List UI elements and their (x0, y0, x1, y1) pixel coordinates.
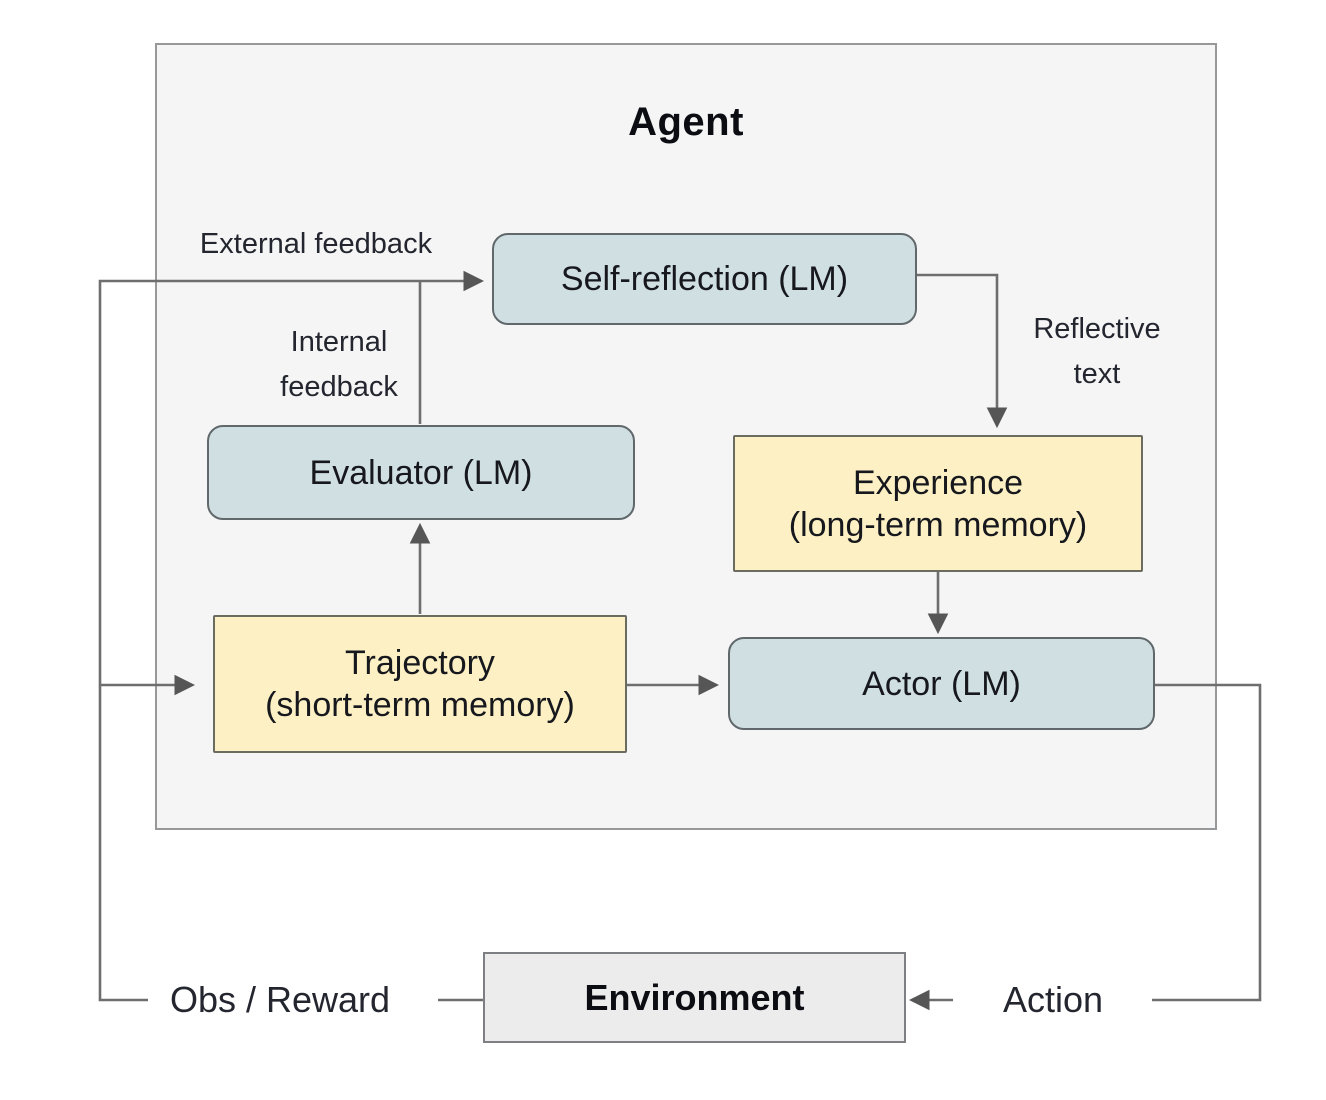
internal-feedback-line1: Internal (290, 326, 388, 358)
reflective-text-line2: text (1073, 358, 1121, 390)
actor-label: Actor (LM) (862, 664, 1021, 703)
environment-label: Environment (584, 976, 805, 1018)
internal-feedback-label: Internal feedback (280, 320, 398, 410)
evaluator-label: Evaluator (LM) (309, 453, 533, 492)
agent-title: Agent (628, 100, 744, 144)
reflective-text-line1: Reflective (1033, 313, 1161, 345)
internal-feedback-line2: feedback (280, 371, 398, 403)
trajectory-label-line1: Trajectory (345, 644, 495, 682)
environment-node: Environment (483, 952, 906, 1043)
experience-label-line2: (long-term memory) (788, 505, 1088, 544)
actor-node: Actor (LM) (728, 637, 1155, 730)
obs-reward-label: Obs / Reward (169, 979, 391, 1020)
reflective-text-label: Reflective text (1033, 307, 1160, 397)
self-reflection-node: Self-reflection (LM) (492, 233, 917, 325)
trajectory-label-line2: (short-term memory) (265, 686, 575, 724)
self-reflection-label: Self-reflection (LM) (560, 260, 849, 298)
experience-label-line1: Experience (852, 463, 1024, 502)
experience-node: Experience (long-term memory) (733, 435, 1143, 572)
trajectory-node: Trajectory (short-term memory) (213, 615, 627, 753)
evaluator-node: Evaluator (LM) (207, 425, 635, 520)
action-label: Action (1002, 979, 1104, 1020)
external-feedback-label: External feedback (199, 228, 433, 260)
